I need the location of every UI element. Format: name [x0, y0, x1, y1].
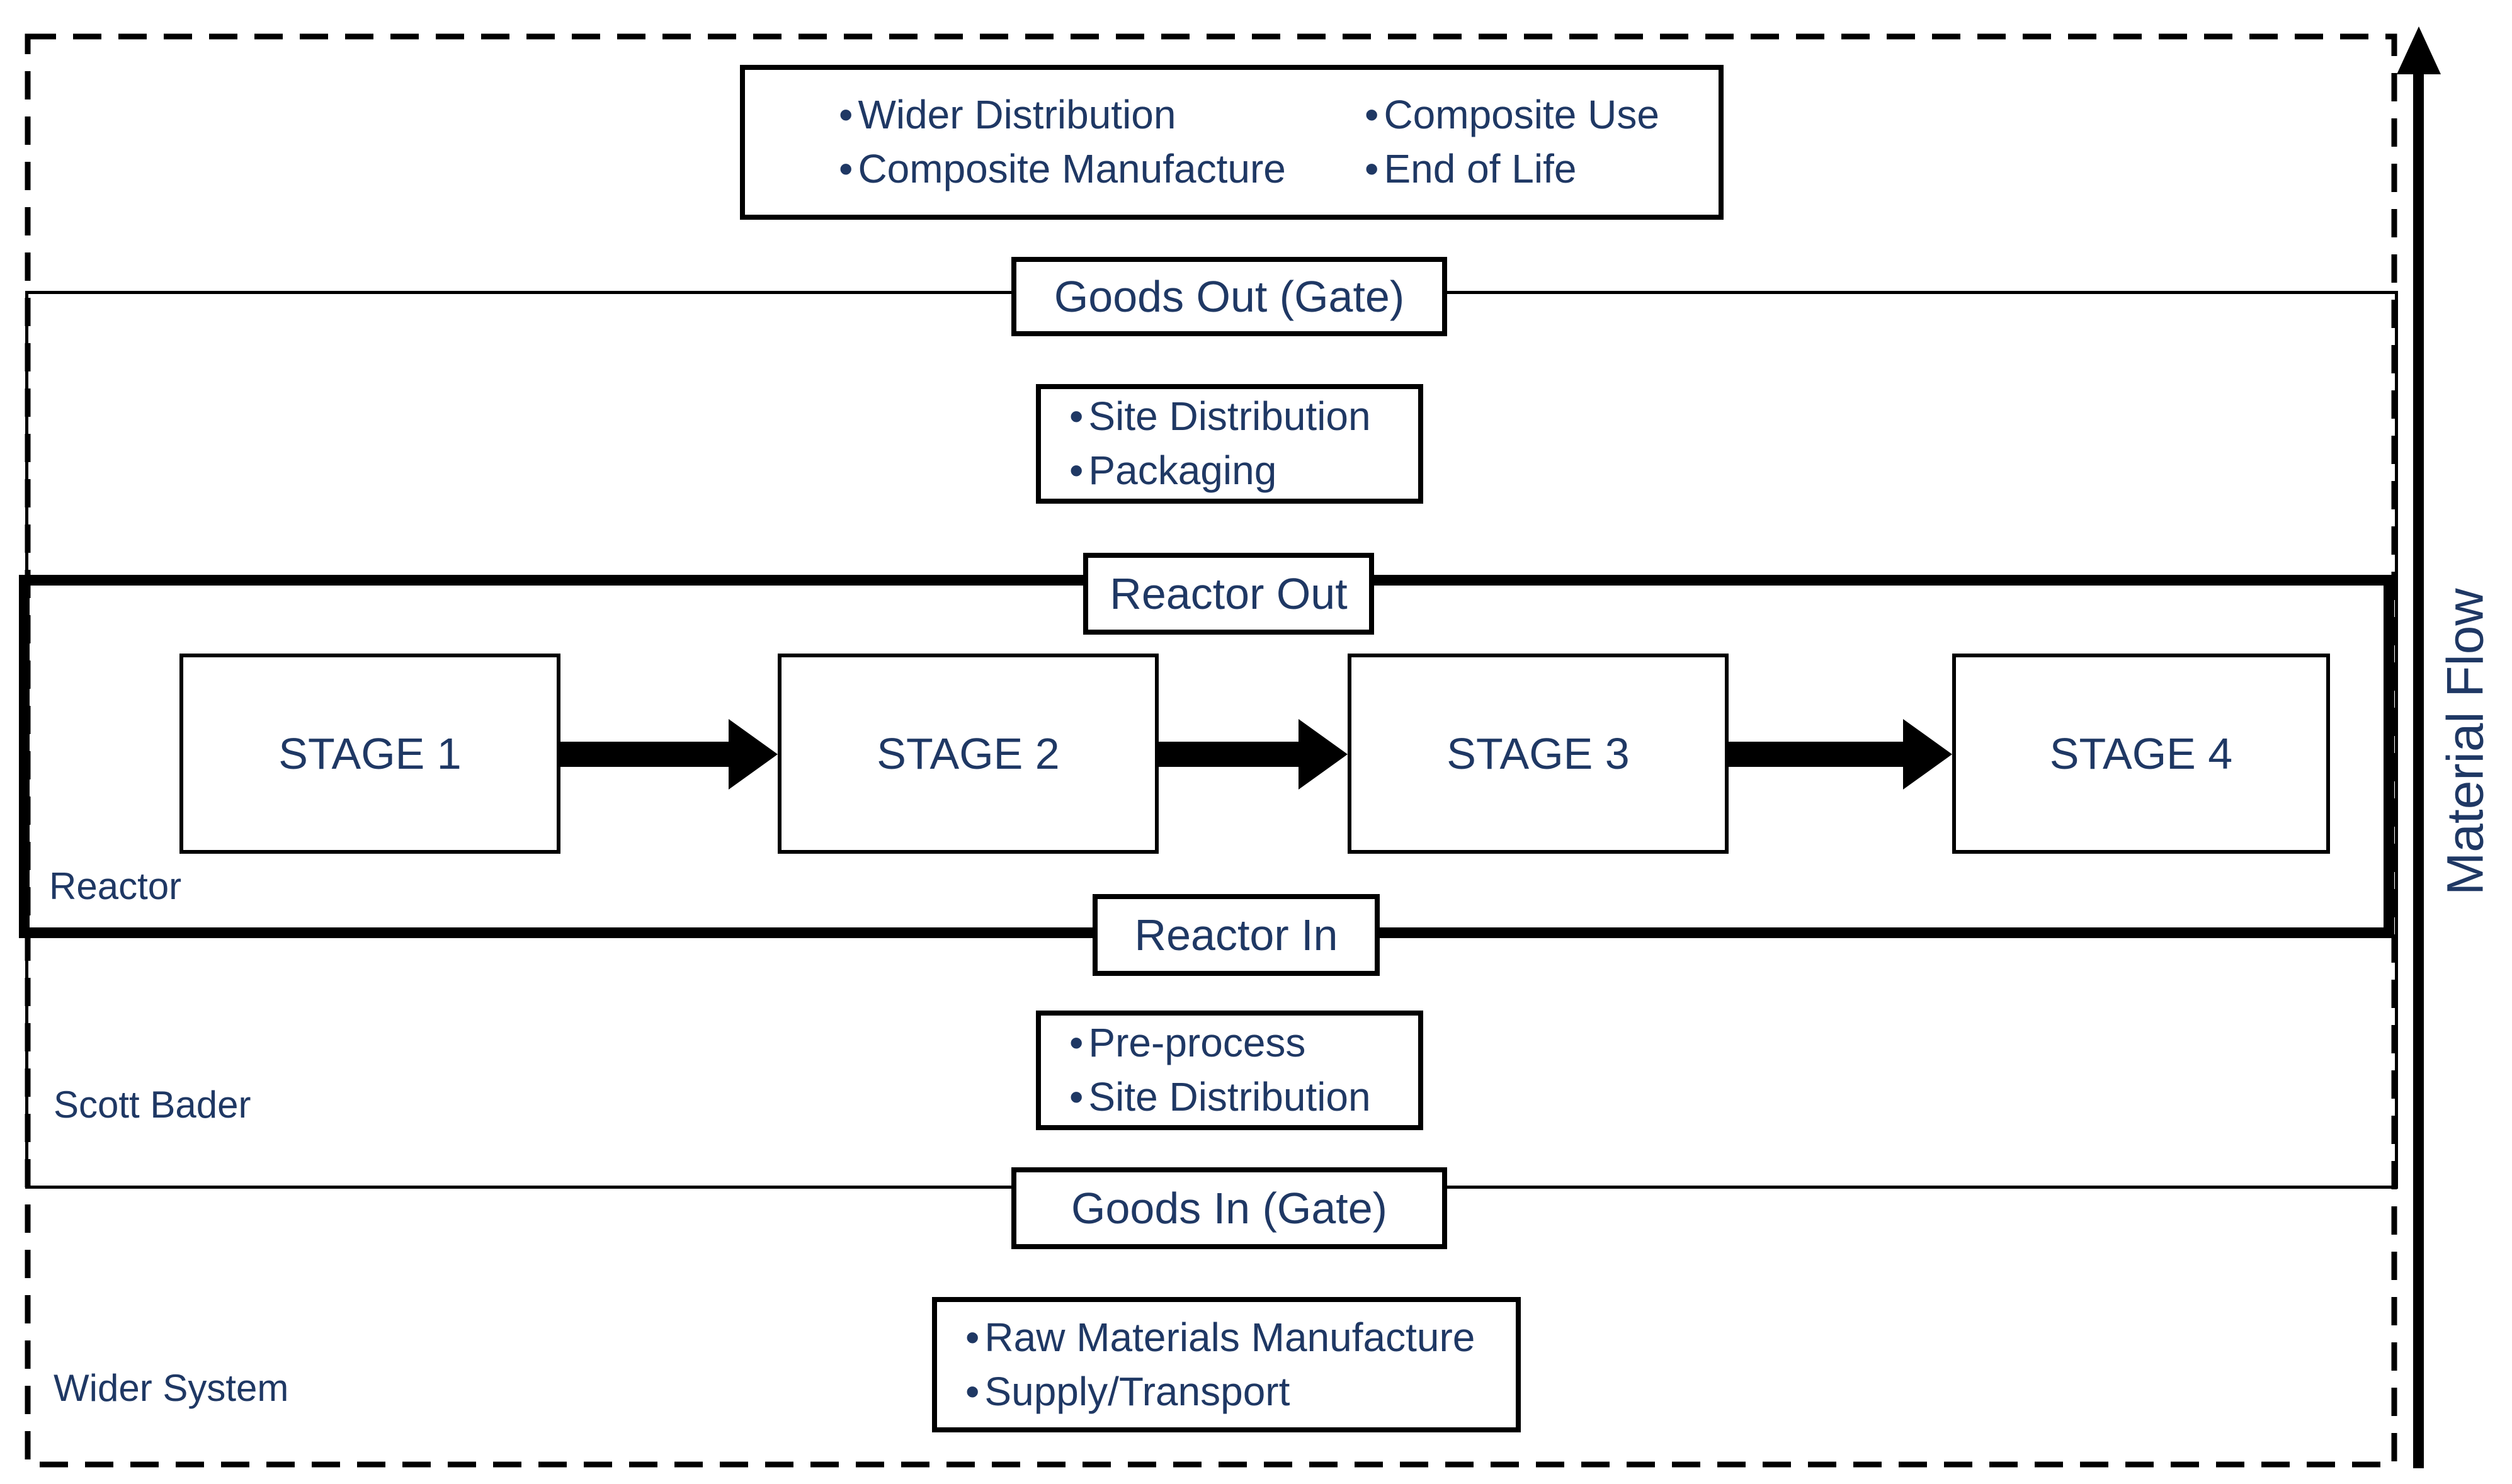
list-item: • Composite Manufacture	[839, 142, 1365, 196]
gate-reactor-in: Reactor In	[1093, 894, 1380, 976]
activities-pre-process-box: • Pre-process • Site Distribution	[1036, 1011, 1423, 1130]
stage-box-4: STAGE 4	[1952, 654, 2330, 854]
list-item: • Packaging	[1069, 444, 1276, 498]
activities-top-left-column: • Wider Distribution • Composite Manufac…	[839, 88, 1365, 196]
activity-label: Composite Manufacture	[858, 146, 1286, 191]
activity-label: Raw Materials Manufacture	[984, 1314, 1475, 1360]
activity-label: Pre-process	[1088, 1020, 1306, 1066]
list-item: • End of Life	[1365, 142, 1659, 196]
material-flow-axis-label: Material Flow	[2436, 588, 2494, 896]
bullet-icon: •	[1069, 394, 1084, 439]
stage-1-label: STAGE 1	[278, 729, 462, 778]
flow-arrow-1-head-icon	[729, 719, 778, 790]
wider-system-boundary-rect	[25, 33, 2397, 1468]
flow-arrow-3-shaft	[1729, 742, 1906, 767]
bullet-icon: •	[965, 1314, 980, 1360]
stage-4-label: STAGE 4	[2049, 729, 2233, 778]
stage-2-label: STAGE 2	[877, 729, 1060, 778]
flow-arrow-2-shaft	[1159, 742, 1302, 767]
reactor-region-label: Reactor	[49, 865, 182, 907]
activities-top-right-column: • Composite Use • End of Life	[1365, 88, 1659, 196]
stage-box-1: STAGE 1	[179, 654, 560, 854]
activity-label: Site Distribution	[1088, 1074, 1371, 1119]
wider-system-region-label: Wider System	[54, 1367, 289, 1409]
activities-raw-materials-box: • Raw Materials Manufacture • Supply/Tra…	[932, 1297, 1521, 1432]
flow-arrow-1-shaft	[560, 742, 732, 767]
gate-goods-out: Goods Out (Gate)	[1011, 257, 1447, 336]
bullet-icon: •	[839, 92, 853, 138]
gate-reactor-in-label: Reactor In	[1134, 910, 1338, 960]
scott-bader-region-label: Scott Bader	[54, 1084, 251, 1126]
list-item: • Site Distribution	[1069, 1070, 1371, 1124]
activity-label: Wider Distribution	[858, 92, 1176, 138]
activity-label: End of Life	[1384, 146, 1577, 191]
gate-goods-in-label: Goods In (Gate)	[1071, 1184, 1387, 1233]
bullet-icon: •	[1365, 92, 1379, 138]
bullet-icon: •	[1069, 448, 1084, 493]
activity-label: Composite Use	[1384, 92, 1659, 138]
gate-goods-out-label: Goods Out (Gate)	[1054, 272, 1405, 321]
bullet-icon: •	[1069, 1074, 1084, 1119]
gate-goods-in: Goods In (Gate)	[1011, 1167, 1447, 1249]
material-flow-arrow-head-icon	[2397, 26, 2441, 74]
activity-label: Packaging	[1088, 448, 1277, 493]
material-flow-arrow-line	[2413, 63, 2424, 1468]
flow-arrow-3-head-icon	[1903, 719, 1952, 790]
list-item: • Site Distribution	[1069, 390, 1371, 444]
bullet-icon: •	[965, 1368, 980, 1414]
list-item: • Pre-process	[1069, 1016, 1305, 1070]
stage-box-3: STAGE 3	[1348, 654, 1729, 854]
activity-label: Site Distribution	[1088, 394, 1371, 439]
stage-box-2: STAGE 2	[778, 654, 1159, 854]
activity-label: Supply/Transport	[984, 1368, 1290, 1414]
gate-reactor-out-label: Reactor Out	[1110, 569, 1348, 618]
bullet-icon: •	[1069, 1020, 1084, 1066]
bullet-icon: •	[839, 146, 853, 191]
flow-arrow-2-head-icon	[1299, 719, 1348, 790]
list-item: • Supply/Transport	[965, 1365, 1290, 1419]
stage-3-label: STAGE 3	[1446, 729, 1630, 778]
activities-site-distribution-box: • Site Distribution • Packaging	[1036, 384, 1423, 504]
gate-reactor-out: Reactor Out	[1083, 553, 1374, 635]
list-item: • Raw Materials Manufacture	[965, 1311, 1475, 1365]
activities-wider-distribution-box: • Wider Distribution • Composite Manufac…	[740, 65, 1724, 220]
bullet-icon: •	[1365, 146, 1379, 191]
list-item: • Wider Distribution	[839, 88, 1365, 142]
list-item: • Composite Use	[1365, 88, 1659, 142]
